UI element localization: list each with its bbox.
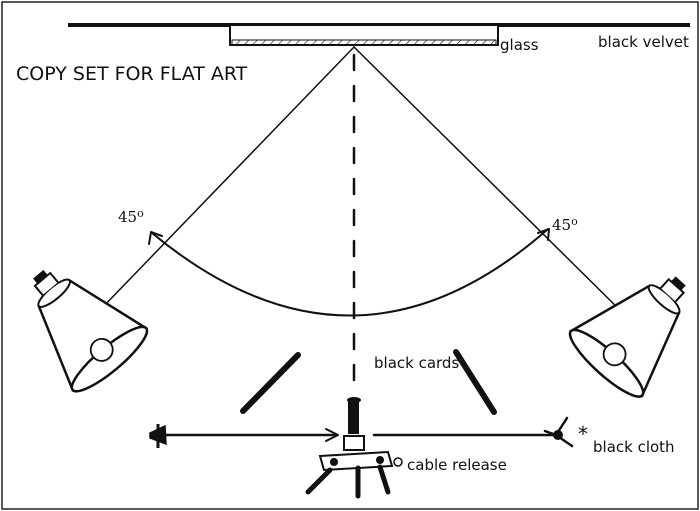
asterisk-mark: *: [578, 422, 588, 446]
black-cards-label: black cards: [374, 354, 459, 372]
black-velvet-label: black velvet: [598, 33, 689, 51]
arc-arrowhead-right: [537, 228, 550, 241]
diagram-title: COPY SET FOR FLAT ART: [16, 63, 248, 85]
glass-label: glass: [500, 36, 539, 54]
cable-release-label: cable release: [407, 456, 507, 474]
left-cloth-rod: [149, 424, 339, 448]
black-card-left: [240, 352, 301, 414]
camera-tripod-icon: [305, 397, 403, 499]
left-light-beam: [99, 46, 355, 311]
arc-arrowhead-left: [148, 231, 163, 245]
right-lamp-icon: [568, 276, 686, 398]
right-light-beam: [353, 46, 631, 321]
angle-label-right: 45o: [552, 215, 578, 234]
angle-arc: [151, 228, 549, 317]
black-cloth-label: black cloth: [593, 438, 675, 456]
left-lamp-icon: [33, 269, 149, 393]
black-card-right: [453, 349, 497, 415]
right-cloth-rod: [372, 416, 574, 448]
glass-plate: [229, 24, 499, 46]
angle-label-left: 45o: [118, 207, 144, 226]
